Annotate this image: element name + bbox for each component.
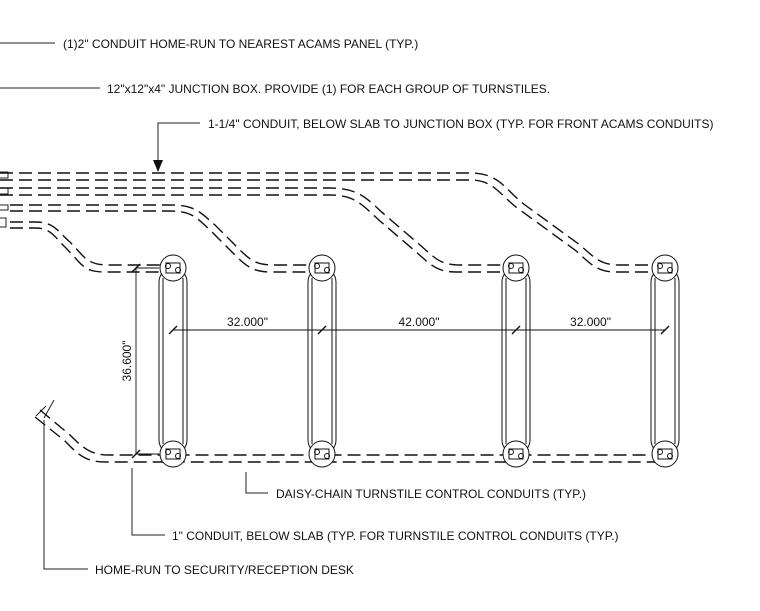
dimension-label-horizontal: 32.000"	[227, 315, 268, 329]
turnstile-post	[503, 255, 529, 281]
turnstile-post	[652, 255, 678, 281]
conduit-knockout	[166, 264, 171, 269]
note-junction-box: 12"x12"x4" JUNCTION BOX. PROVIDE (1) FOR…	[107, 82, 551, 96]
turnstile-post	[503, 441, 529, 467]
conduit-stub	[0, 205, 8, 210]
dimension-tick	[512, 326, 520, 334]
leader-security-desk	[44, 420, 88, 569]
note-home-run-security: HOME-RUN TO SECURITY/RECEPTION DESK	[95, 563, 354, 577]
conduit-knockout	[668, 268, 673, 273]
conduit-run	[0, 188, 522, 265]
conduit-knockout	[176, 454, 181, 459]
arrowhead	[153, 160, 163, 172]
turnstile-post	[309, 441, 335, 467]
turnstile-post	[309, 255, 335, 281]
conduit-run	[40, 410, 672, 455]
turnstile-post	[160, 441, 186, 467]
conduit-run	[0, 173, 672, 265]
leader-front-conduits	[158, 123, 200, 160]
conduit-knockout	[315, 450, 320, 455]
dimension-label-horizontal: 42.000"	[399, 315, 440, 329]
turnstile-post	[160, 255, 186, 281]
conduit-knockout	[658, 450, 663, 455]
conduit-knockout	[509, 264, 514, 269]
conduit-run	[10, 222, 175, 265]
conduit-knockout	[166, 450, 171, 455]
conduit-stub	[0, 172, 8, 178]
conduit-run	[35, 417, 672, 462]
dimension-tick	[318, 326, 326, 334]
conduit-run	[10, 228, 175, 272]
leader-control-conduits	[132, 468, 165, 535]
dimension-tick	[169, 326, 177, 334]
conduit-knockout	[519, 268, 524, 273]
dimension-label-vertical: 36.600"	[120, 341, 134, 382]
break-mark	[36, 400, 54, 418]
conduit-knockout	[519, 454, 524, 459]
conduit-knockout	[315, 264, 320, 269]
note-home-run-acams: (1)2" CONDUIT HOME-RUN TO NEAREST ACAMS …	[63, 37, 419, 51]
conduit-run	[0, 180, 672, 272]
conduit-run	[0, 195, 522, 272]
conduit-stub	[0, 218, 6, 227]
conduit-stub	[0, 188, 8, 194]
conduit-run	[10, 211, 325, 272]
dimension-tick	[661, 326, 669, 334]
note-conduit-below-slab-front: 1-1/4" CONDUIT, BELOW SLAB TO JUNCTION B…	[208, 117, 714, 131]
note-daisy-chain: DAISY-CHAIN TURNSTILE CONTROL CONDUITS (…	[276, 487, 587, 501]
turnstile-post	[652, 441, 678, 467]
note-conduit-below-slab-control: 1" CONDUIT, BELOW SLAB (TYP. FOR TURNSTI…	[172, 529, 619, 543]
conduit-knockout	[668, 454, 673, 459]
dimension-label-horizontal: 32.000"	[570, 315, 611, 329]
conduit-run	[10, 205, 325, 265]
conduit-knockout	[509, 450, 514, 455]
leader-daisy-chain	[246, 472, 268, 493]
conduit-knockout	[325, 454, 330, 459]
conduit-knockout	[658, 264, 663, 269]
conduit-knockout	[325, 268, 330, 273]
conduit-knockout	[176, 268, 181, 273]
